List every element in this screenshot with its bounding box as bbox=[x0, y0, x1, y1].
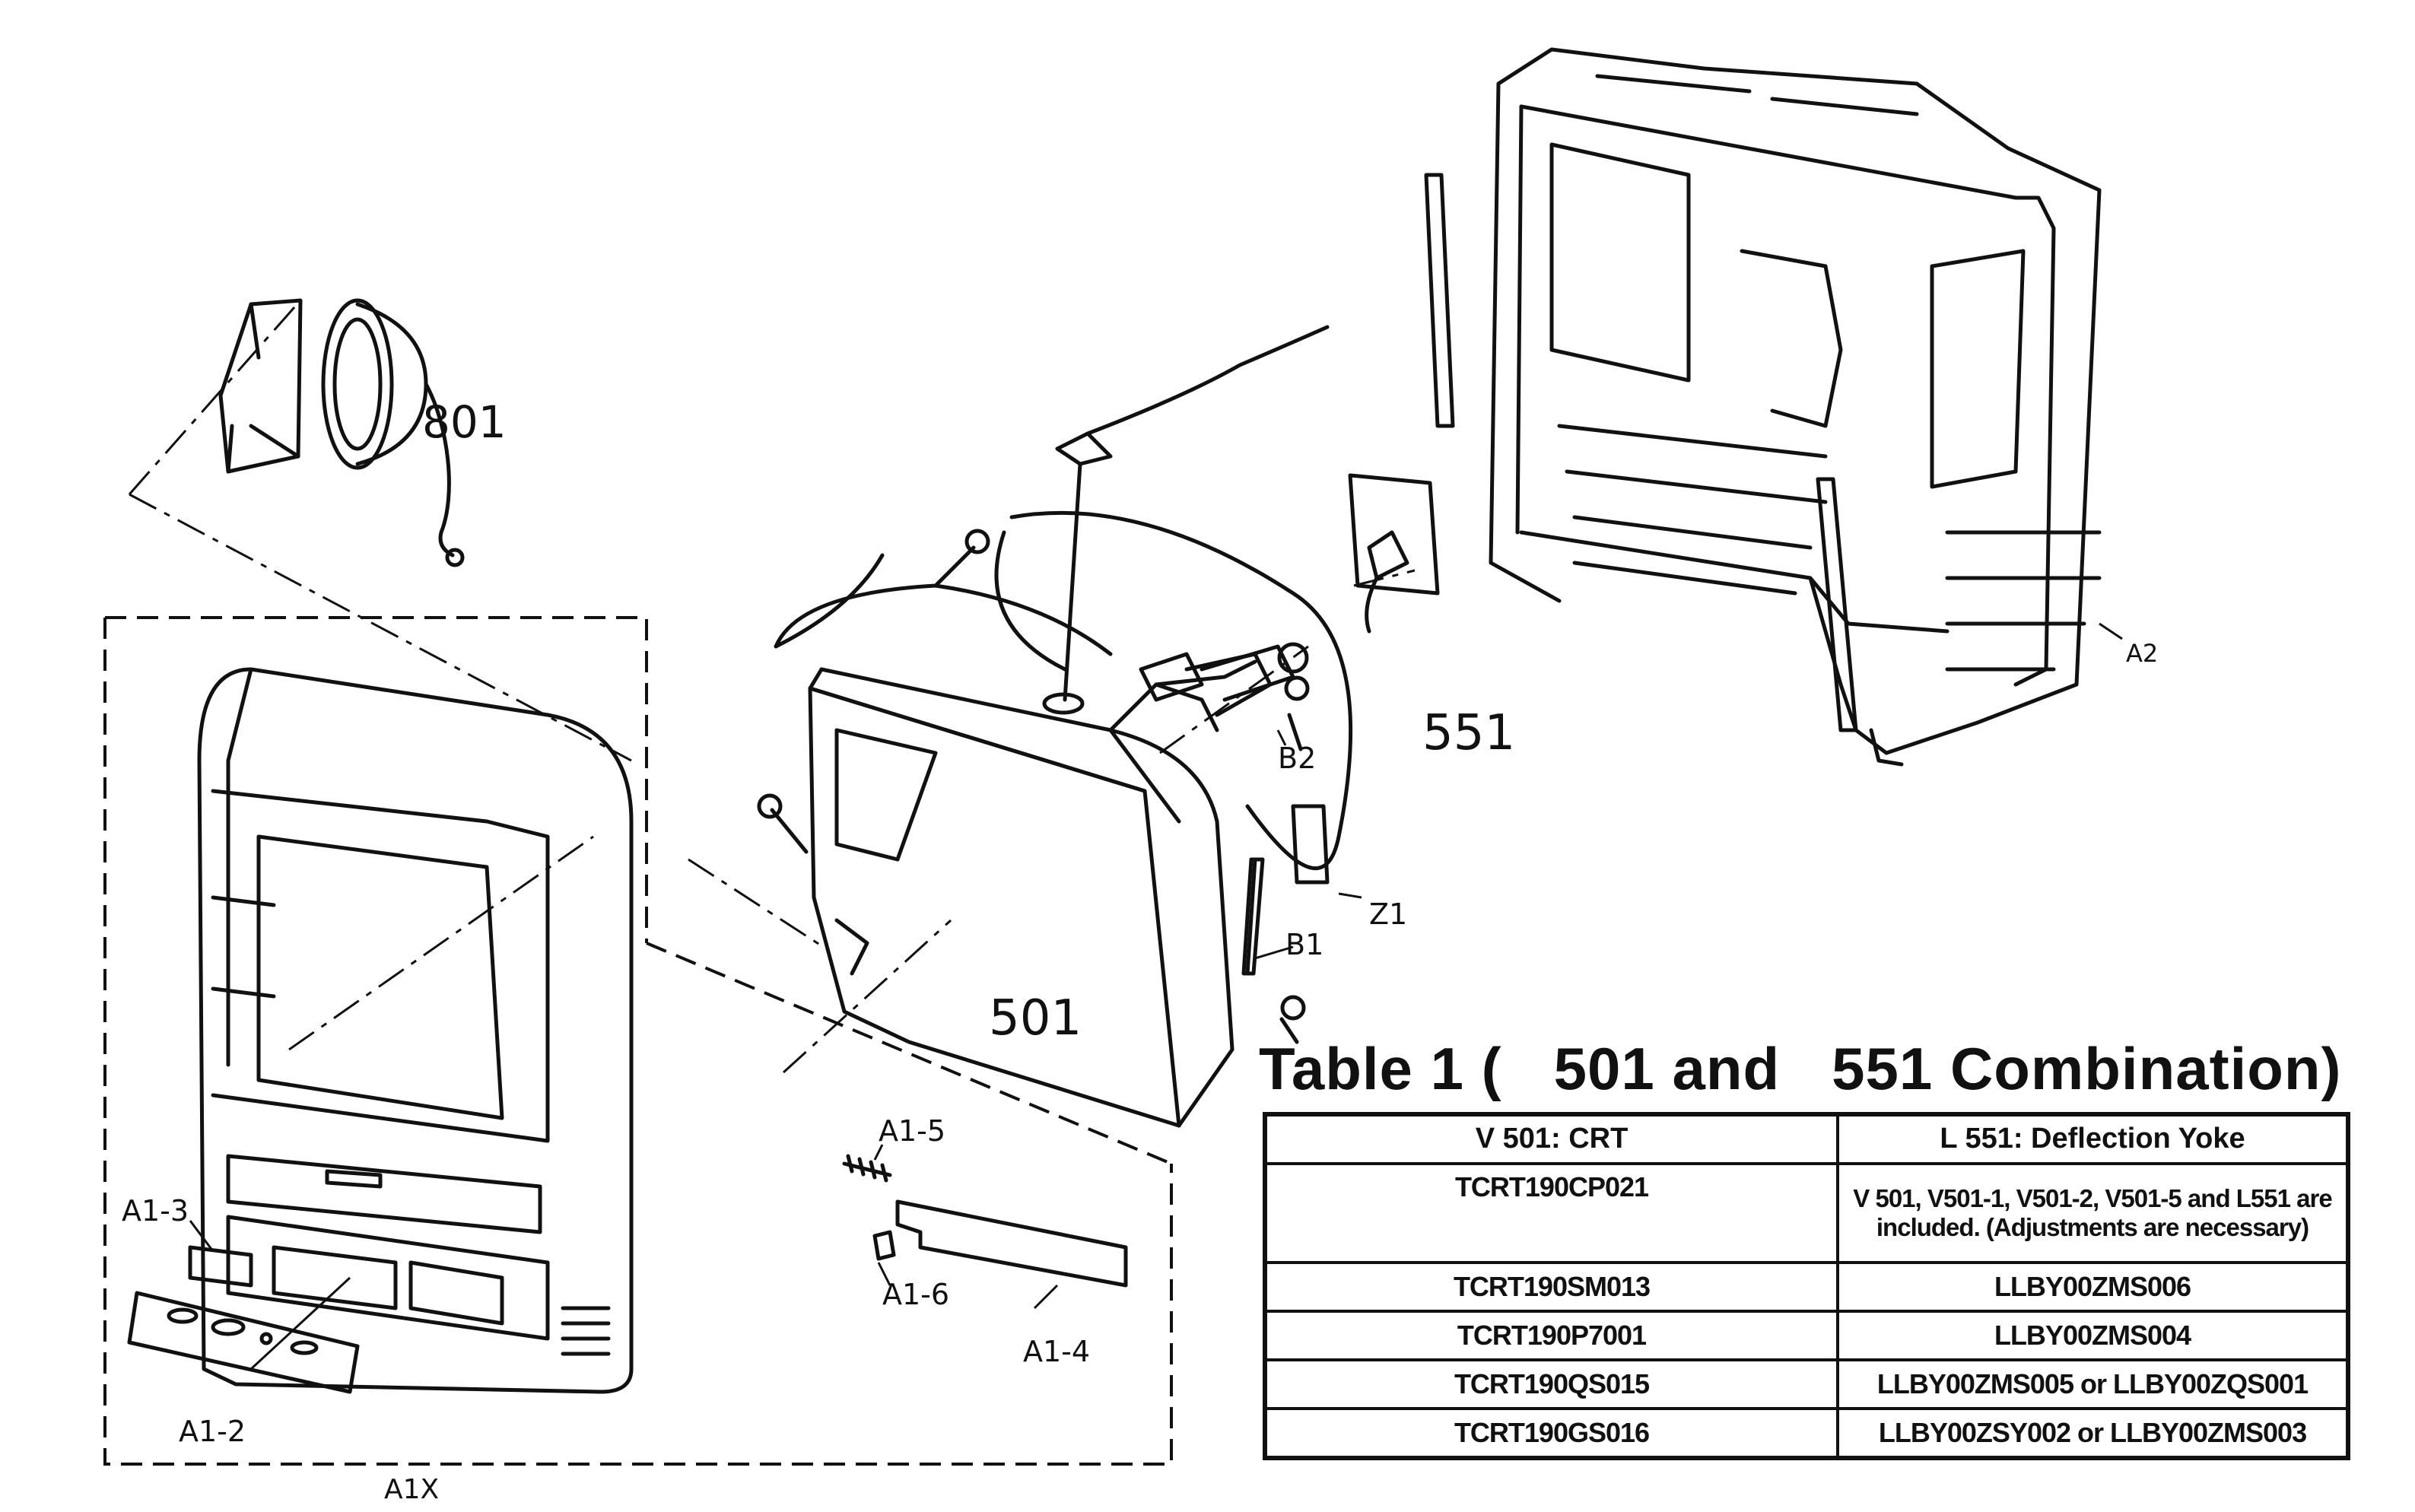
deflection-yoke bbox=[1139, 642, 1309, 702]
label-leaders bbox=[189, 622, 2123, 1371]
cell-crt: TCRT190QS015 bbox=[1263, 1358, 1839, 1410]
label-a1x: A1X bbox=[384, 1474, 439, 1505]
front-cabinet bbox=[197, 667, 634, 1394]
table-row: TCRT190QS015 LLBY00ZMS005 or LLBY00ZQS00… bbox=[1263, 1358, 2350, 1410]
bracket-a1-4 bbox=[895, 1199, 1128, 1288]
label-501: 501 bbox=[989, 990, 1082, 1047]
label-a1-4: A1-4 bbox=[1023, 1335, 1090, 1368]
table-row: TCRT190SM013 LLBY00ZMS006 bbox=[1263, 1261, 2350, 1313]
cell-crt: TCRT190CP021 bbox=[1263, 1162, 1839, 1264]
ground-wire bbox=[774, 553, 1113, 656]
door-a1-3 bbox=[188, 1245, 253, 1288]
spring-a1-5 bbox=[842, 1154, 892, 1183]
header-yoke: L 551: Deflection Yoke bbox=[1836, 1113, 2350, 1165]
label-801: 801 bbox=[422, 396, 507, 448]
anode-lead bbox=[994, 325, 1353, 871]
crt-tube bbox=[808, 652, 1273, 1128]
table-row: TCRT190P7001 LLBY00ZMS004 bbox=[1263, 1310, 2350, 1361]
front-panel-a1-2 bbox=[127, 1291, 360, 1394]
cell-crt: TCRT190GS016 bbox=[1263, 1407, 1839, 1460]
clip-a1-6 bbox=[872, 1230, 896, 1261]
table-row: TCRT190CP021 V 501, V501-1, V501-2, V501… bbox=[1263, 1162, 2350, 1264]
table-row: TCRT190GS016 LLBY00ZSY002 or LLBY00ZMS00… bbox=[1263, 1407, 2350, 1460]
assembly-boundaries bbox=[103, 616, 1173, 1466]
cell-yoke: LLBY00ZMS004 bbox=[1836, 1310, 2350, 1361]
back-cabinet bbox=[1489, 47, 2102, 767]
cell-yoke: LLBY00ZMS005 or LLBY00ZQS001 bbox=[1836, 1358, 2350, 1410]
pcb-z1 bbox=[1291, 804, 1330, 885]
label-z1: Z1 bbox=[1369, 897, 1407, 931]
cell-yoke: LLBY00ZSY002 or LLBY00ZMS003 bbox=[1836, 1407, 2350, 1460]
label-551: 551 bbox=[1422, 705, 1515, 761]
label-a1-5: A1-5 bbox=[879, 1114, 945, 1148]
right-strip bbox=[1816, 477, 1858, 732]
label-a2: A2 bbox=[2126, 639, 2158, 668]
cell-crt: TCRT190SM013 bbox=[1263, 1261, 1839, 1313]
cell-yoke: V 501, V501-1, V501-2, V501-5 and L551 a… bbox=[1836, 1162, 2350, 1264]
bracket-plate bbox=[1348, 473, 1440, 634]
cell-crt: TCRT190P7001 bbox=[1263, 1310, 1839, 1361]
table-title: Table 1 ( 501 and 551 Combination) bbox=[1259, 1035, 2342, 1102]
header-crt: V 501: CRT bbox=[1263, 1113, 1839, 1165]
screws bbox=[757, 529, 1310, 1044]
label-a1-2: A1-2 bbox=[179, 1415, 246, 1448]
label-b2: B2 bbox=[1278, 742, 1316, 775]
left-strip bbox=[1424, 173, 1455, 428]
label-b1: B1 bbox=[1285, 928, 1323, 961]
speaker-assembly bbox=[218, 298, 465, 567]
combination-table: V 501: CRT L 551: Deflection Yoke TCRT19… bbox=[1263, 1112, 2350, 1460]
leader-lines bbox=[128, 300, 1416, 1074]
table-header-row: V 501: CRT L 551: Deflection Yoke bbox=[1263, 1113, 2350, 1165]
label-a1-6: A1-6 bbox=[882, 1278, 949, 1311]
cell-yoke: LLBY00ZMS006 bbox=[1836, 1261, 2350, 1313]
label-a1-3: A1-3 bbox=[122, 1194, 189, 1228]
